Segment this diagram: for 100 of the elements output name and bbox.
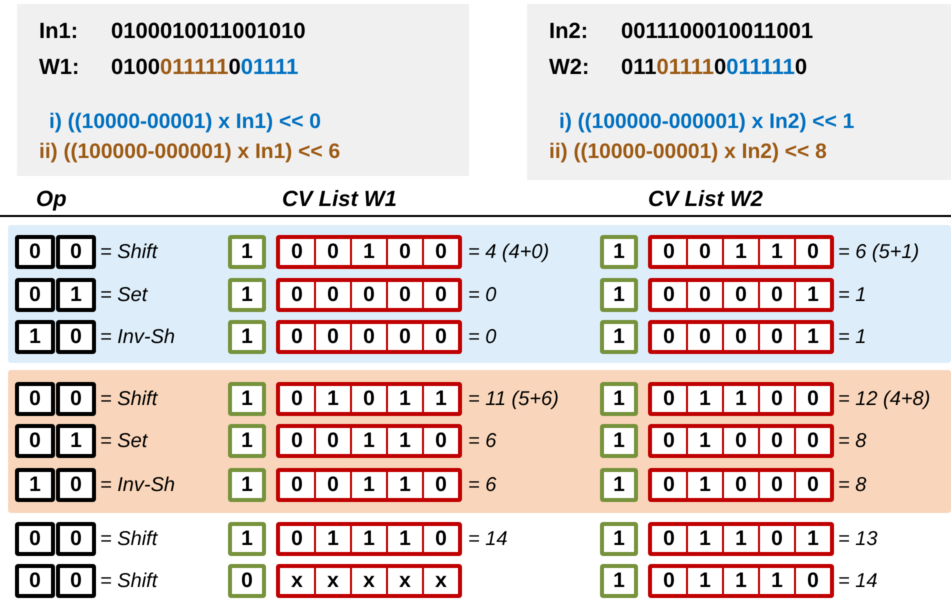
value-annotation: = 8: [838, 429, 866, 454]
value-bit: 0: [760, 386, 794, 412]
opcode-bit: 0: [56, 522, 96, 556]
opcode-bit: 1: [15, 468, 55, 502]
value-bit: 0: [688, 239, 722, 265]
value-bit: 0: [760, 472, 794, 498]
value-bit: 0: [280, 428, 314, 454]
bit-field-frame: [648, 320, 834, 354]
value-bit: 0: [796, 428, 830, 454]
value-bit: 0: [760, 526, 794, 552]
column-header: CV List W1: [282, 186, 397, 212]
value-annotation: = 13: [838, 527, 878, 552]
value-bit: 1: [724, 568, 758, 594]
opcode-bit: 1: [15, 320, 55, 354]
value-annotation: = 14: [468, 527, 508, 552]
value-bit: 0: [724, 472, 758, 498]
bit-field-frame: [648, 522, 834, 556]
bit-field-frame: [276, 522, 462, 556]
bit-field-frame: [648, 278, 834, 312]
value-annotation: = Shift: [100, 569, 158, 594]
value-bit: 0: [760, 428, 794, 454]
valid-bit: 1: [228, 382, 266, 416]
value-bit: 0: [796, 239, 830, 265]
bit-field-frame: [648, 235, 834, 269]
input-bits: 0100010011001010: [111, 18, 306, 44]
input-label: In2:: [549, 18, 588, 44]
value-bit: 0: [424, 324, 458, 350]
value-annotation: = 1: [838, 283, 866, 308]
bit-field-frame: [276, 278, 462, 312]
opcode-bit: 0: [15, 382, 55, 416]
bit-field-frame: [648, 468, 834, 502]
value-annotation: = Inv-Sh: [100, 325, 176, 350]
valid-bit: 1: [600, 278, 638, 312]
input-bits: 0011100010011001: [621, 18, 814, 44]
bit-field-frame: [648, 424, 834, 458]
value-bit: 1: [352, 239, 386, 265]
value-bit: 0: [652, 526, 686, 552]
value-bit: 0: [352, 386, 386, 412]
value-bit: 1: [688, 428, 722, 454]
value-bit: 0: [352, 324, 386, 350]
value-bit: 0: [796, 386, 830, 412]
value-annotation: = 6: [468, 429, 496, 454]
valid-bit: 1: [228, 468, 266, 502]
value-bit: 0: [280, 526, 314, 552]
opcode-bit: 1: [56, 424, 96, 458]
valid-bit: 0: [228, 564, 266, 598]
value-bit: 0: [280, 239, 314, 265]
value-bit: 0: [796, 472, 830, 498]
value-bit: 1: [352, 472, 386, 498]
value-annotation: = Set: [100, 429, 148, 454]
value-bit: 0: [760, 324, 794, 350]
value-bit: 1: [796, 526, 830, 552]
value-bit: 0: [316, 239, 350, 265]
formula-text: ii) ((10000-00001) x In2) << 8: [549, 140, 827, 164]
valid-bit: 1: [600, 320, 638, 354]
value-bit: 0: [316, 282, 350, 308]
weight-label: W1:: [39, 54, 80, 80]
weight-bits: 0110111100111110: [621, 54, 808, 80]
value-bit: 0: [796, 568, 830, 594]
value-bit: 0: [424, 239, 458, 265]
value-bit: 0: [280, 472, 314, 498]
value-bit: 0: [316, 472, 350, 498]
value-bit: 0: [424, 472, 458, 498]
value-annotation: = 12 (4+8): [838, 387, 930, 412]
bit-field-frame: [276, 320, 462, 354]
value-annotation: = 11 (5+6): [468, 387, 559, 412]
value-annotation: = Shift: [100, 527, 158, 552]
value-annotation: = Inv-Sh: [100, 473, 176, 498]
value-bit: 1: [724, 526, 758, 552]
value-annotation: = Set: [100, 283, 148, 308]
row-group-band: [8, 225, 951, 363]
value-bit: 1: [316, 526, 350, 552]
opcode-bit: 0: [15, 424, 55, 458]
value-bit: 0: [652, 386, 686, 412]
valid-bit: 1: [600, 468, 638, 502]
value-annotation: = 6: [468, 473, 496, 498]
value-bit: 1: [688, 472, 722, 498]
valid-bit: 1: [600, 424, 638, 458]
value-bit: 0: [652, 472, 686, 498]
value-bit: 0: [424, 428, 458, 454]
column-header: Op: [36, 186, 67, 212]
value-bit: 0: [652, 428, 686, 454]
value-bit: x: [388, 568, 422, 594]
formula-text: ii) ((100000-000001) x In1) << 6: [39, 140, 340, 164]
value-annotation: = 6 (5+1): [838, 240, 920, 265]
value-bit: 1: [760, 568, 794, 594]
opcode-bit: 0: [15, 522, 55, 556]
row-group-band: [8, 370, 951, 513]
valid-bit: 1: [600, 564, 638, 598]
value-bit: 0: [316, 324, 350, 350]
value-bit: 1: [760, 239, 794, 265]
input-label: In1:: [39, 18, 78, 44]
value-bit: 1: [724, 239, 758, 265]
bit-field-frame: [276, 424, 462, 458]
valid-bit: 1: [228, 522, 266, 556]
value-annotation: = 8: [838, 473, 866, 498]
value-bit: 0: [724, 282, 758, 308]
value-bit: 0: [352, 282, 386, 308]
value-bit: 0: [652, 282, 686, 308]
value-bit: x: [280, 568, 314, 594]
